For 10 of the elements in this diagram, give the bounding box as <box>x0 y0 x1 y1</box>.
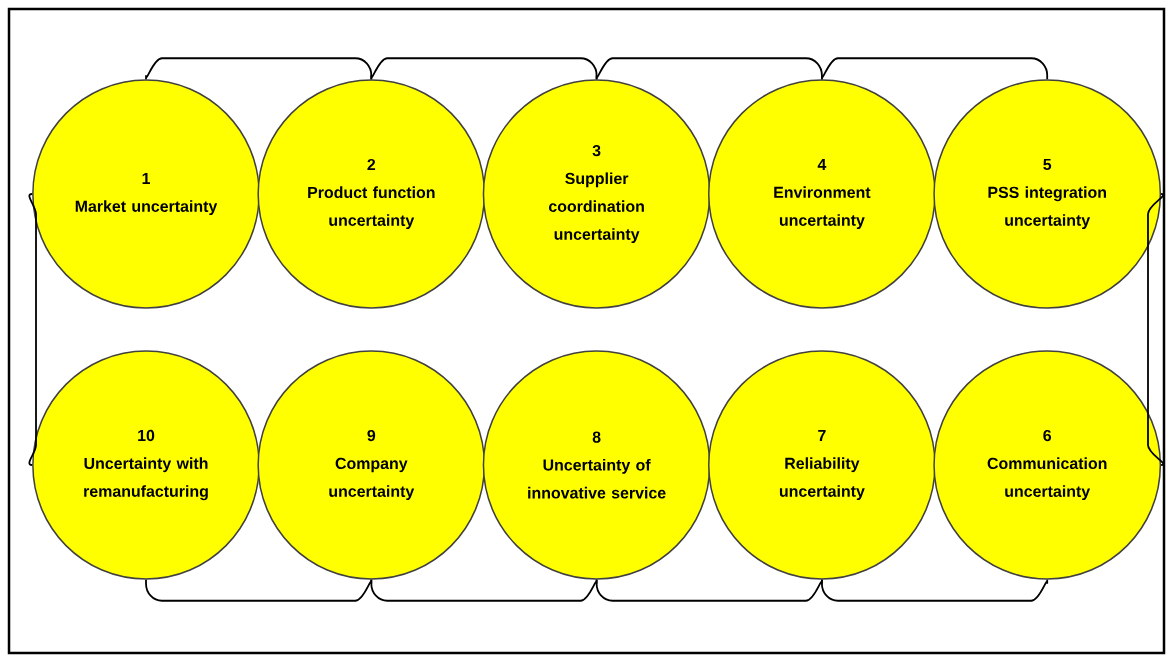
connector-line <box>145 57 373 81</box>
connector-line <box>28 193 37 466</box>
connector-line <box>370 578 598 602</box>
connector-line <box>370 57 598 81</box>
connector-line <box>821 578 1049 602</box>
connector-line <box>1147 193 1165 466</box>
connector-line <box>145 578 373 602</box>
connector-line <box>595 578 823 602</box>
connector-line <box>595 57 823 81</box>
connector-line <box>821 57 1049 81</box>
